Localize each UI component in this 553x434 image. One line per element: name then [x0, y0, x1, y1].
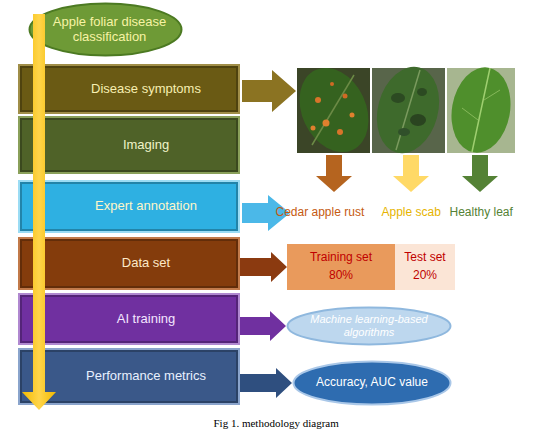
- node-label: Imaging: [123, 138, 169, 153]
- node-value: 80%: [329, 269, 353, 283]
- start-ellipse: Apple foliar disease classification: [28, 2, 183, 57]
- process-band: Expert annotation: [18, 180, 240, 233]
- node-label: Training set: [310, 251, 372, 265]
- result-ellipse: Accuracy, AUC value: [292, 360, 452, 406]
- block-arrow-connector: [240, 368, 292, 398]
- class-label: Cedar apple rust: [276, 205, 365, 219]
- split-box: Test set 20%: [395, 244, 455, 290]
- process-band: Disease symptoms: [18, 64, 240, 114]
- node-label: Machine learning-based algorithms: [300, 313, 438, 338]
- node-label: Data set: [122, 256, 170, 271]
- process-band: AI training: [18, 293, 240, 345]
- process-band: Performance metrics: [18, 348, 240, 405]
- class-label: Apple scab: [382, 205, 441, 219]
- node-label: Performance metrics: [86, 369, 206, 384]
- leaf-photo: [368, 60, 449, 161]
- block-arrow: [242, 70, 296, 112]
- block-arrow-connector: [240, 252, 287, 282]
- block-arrow: [393, 155, 429, 192]
- node-label: Apple foliar disease classification: [50, 15, 169, 45]
- node-label: Test set: [404, 251, 445, 265]
- process-band: Imaging: [18, 116, 240, 174]
- leaf-photo: [286, 57, 381, 164]
- node-label: Expert annotation: [95, 199, 197, 214]
- split-box: Training set 80%: [287, 244, 395, 290]
- block-arrow: [462, 155, 498, 192]
- figure-caption: Fig 1. methodology diagram: [214, 417, 339, 429]
- node-label: Accuracy, AUC value: [316, 376, 428, 390]
- leaf-photo: [445, 63, 517, 158]
- node-value: 20%: [413, 269, 437, 283]
- method-ellipse: Machine learning-based algorithms: [286, 306, 452, 346]
- block-arrow: [316, 155, 352, 192]
- node-label: Disease symptoms: [91, 82, 201, 97]
- class-label: Healthy leaf: [450, 205, 513, 219]
- process-band: Data set: [18, 237, 240, 290]
- block-arrow-connector: [240, 311, 286, 341]
- node-label: AI training: [117, 312, 176, 327]
